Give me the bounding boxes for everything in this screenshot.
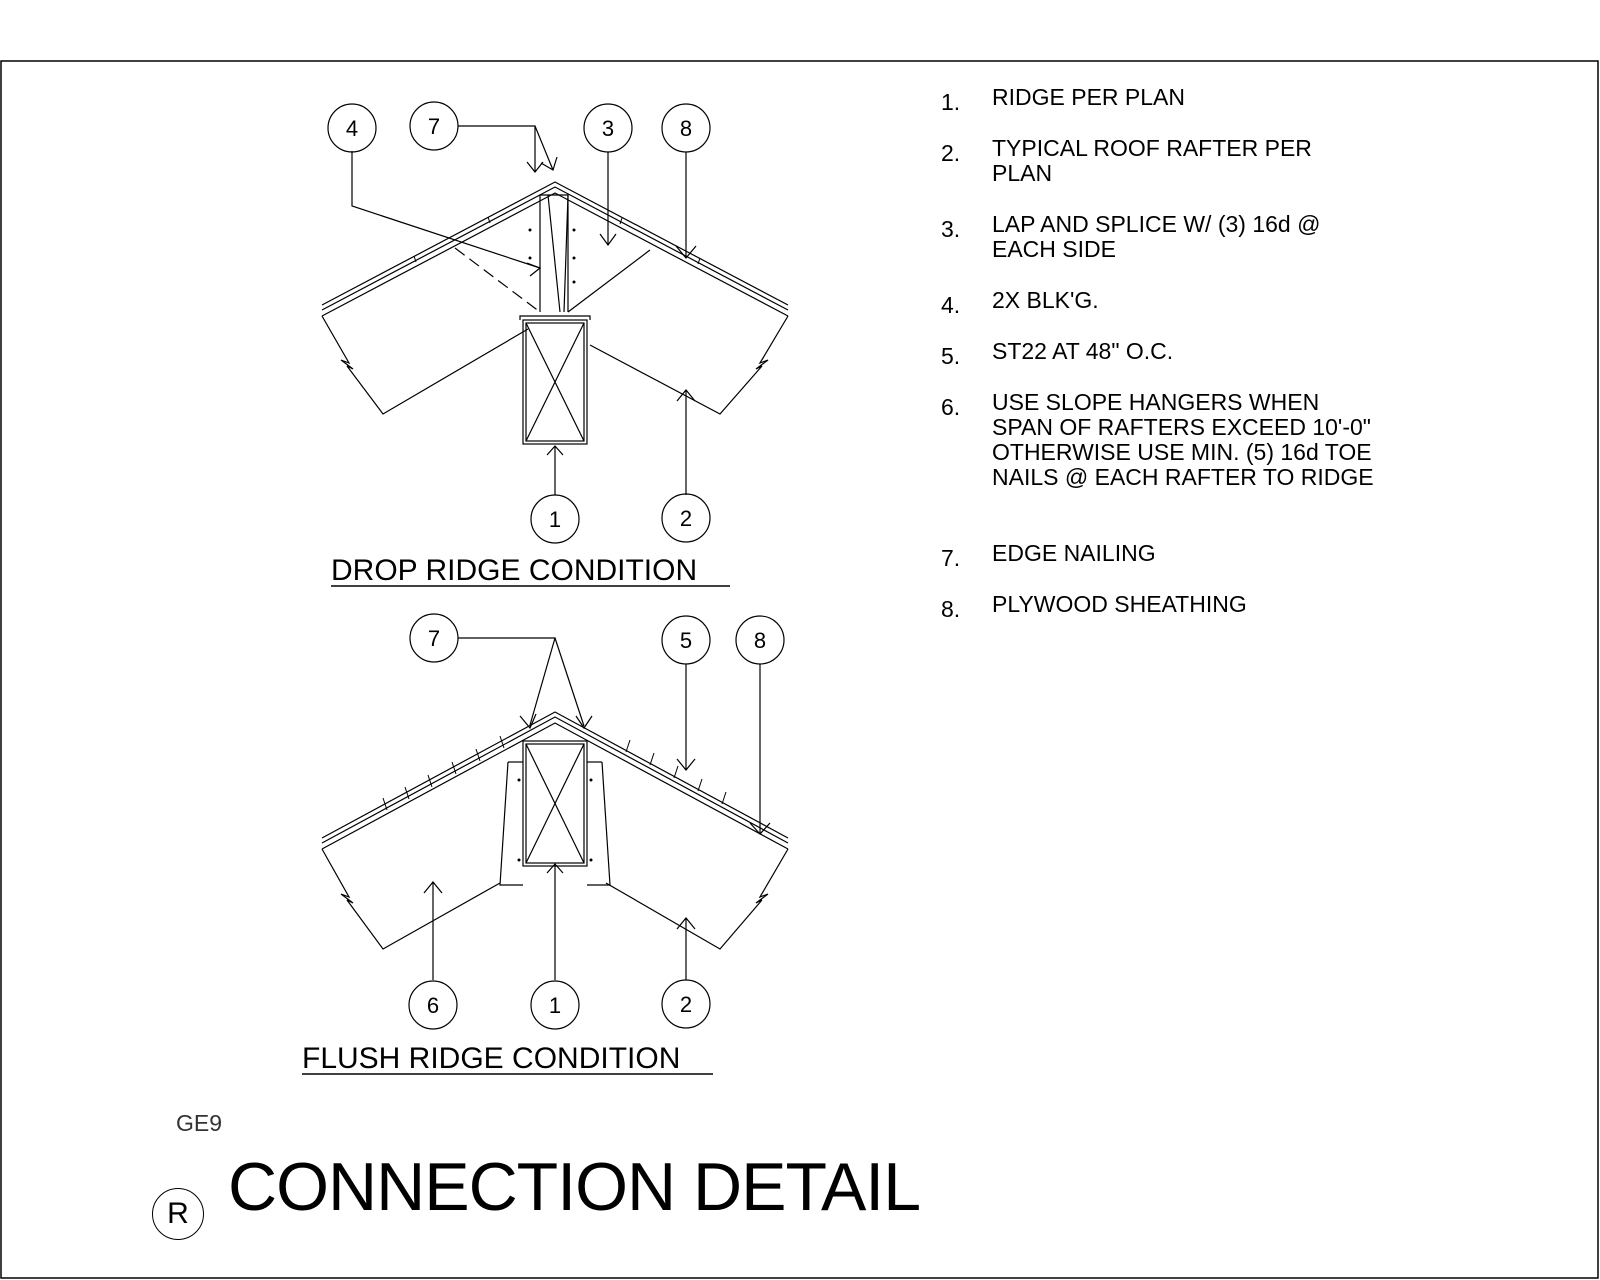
drop-ridge-caption: DROP RIDGE CONDITION bbox=[331, 554, 697, 587]
note-number: 1. bbox=[941, 89, 961, 115]
drop-ridge-bubble-labels: 4 7 3 8 1 2 bbox=[346, 114, 692, 532]
drop-bubble-7: 7 bbox=[428, 114, 440, 139]
note-number: 2. bbox=[941, 140, 961, 166]
note-text: ST22 AT 48" O.C. bbox=[992, 338, 1174, 364]
flush-bubble-5: 5 bbox=[680, 628, 692, 653]
drop-bubble-4: 4 bbox=[346, 116, 358, 141]
detail-tag: GE9 bbox=[176, 1110, 223, 1136]
flush-bubble-7: 7 bbox=[428, 626, 440, 651]
flush-bubble-2: 2 bbox=[680, 992, 692, 1017]
note-number: 7. bbox=[941, 545, 961, 571]
note-text: TYPICAL ROOF RAFTER PER PLAN bbox=[992, 135, 1312, 186]
flush-bubble-8: 8 bbox=[754, 628, 766, 653]
flush-bubble-6: 6 bbox=[427, 993, 439, 1018]
revision-mark: R bbox=[152, 1188, 204, 1240]
note-text: USE SLOPE HANGERS WHEN SPAN OF RAFTERS E… bbox=[992, 389, 1374, 490]
flush-ridge-bubble-labels: 7 5 8 6 1 2 bbox=[427, 626, 766, 1018]
drop-ridge-detail bbox=[321, 101, 789, 587]
note-text: PLYWOOD SHEATHING bbox=[992, 591, 1247, 617]
drop-bubble-1: 1 bbox=[549, 507, 561, 532]
note-number: 8. bbox=[941, 596, 961, 622]
flush-ridge-caption: FLUSH RIDGE CONDITION bbox=[302, 1042, 680, 1075]
note-text: 2X BLK'G. bbox=[992, 287, 1099, 313]
drop-bubble-2: 2 bbox=[680, 506, 692, 531]
flush-bubble-1: 1 bbox=[549, 993, 561, 1018]
note-number: 6. bbox=[941, 394, 961, 420]
note-number: 5. bbox=[941, 343, 961, 369]
revision-letter: R bbox=[167, 1197, 189, 1230]
note-text: LAP AND SPLICE W/ (3) 16d @ EACH SIDE bbox=[992, 211, 1321, 262]
drop-bubble-3: 3 bbox=[602, 116, 614, 141]
note-number: 4. bbox=[941, 292, 961, 318]
flush-ridge-detail bbox=[302, 613, 789, 1075]
note-text: EDGE NAILING bbox=[992, 540, 1156, 566]
sheet-title: CONNECTION DETAIL bbox=[228, 1149, 921, 1225]
note-text: RIDGE PER PLAN bbox=[992, 84, 1185, 110]
sheet-border bbox=[0, 60, 1599, 1279]
note-number: 3. bbox=[941, 216, 961, 242]
drop-bubble-8: 8 bbox=[680, 116, 692, 141]
